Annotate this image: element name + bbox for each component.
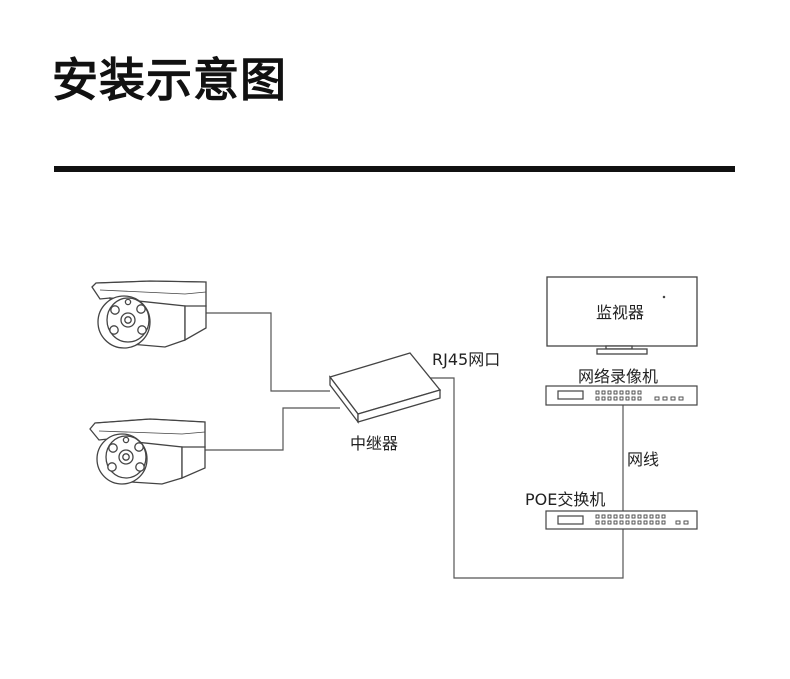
page-title: 安装示意图 bbox=[52, 53, 287, 107]
camera2-cable bbox=[205, 407, 340, 451]
camera1-cable bbox=[205, 312, 330, 392]
network-cable-label: 网线 bbox=[627, 450, 660, 469]
title-divider bbox=[54, 166, 735, 172]
repeater-device-icon bbox=[328, 352, 442, 424]
repeater-label: 中继器 bbox=[350, 434, 399, 453]
monitor-icon bbox=[546, 276, 698, 355]
poe-switch-label: POE交换机 bbox=[525, 490, 606, 509]
poe-switch-icon bbox=[545, 510, 698, 530]
connection-lines bbox=[205, 312, 624, 579]
bullet-camera-icon bbox=[91, 280, 207, 349]
monitor-label: 监视器 bbox=[596, 303, 645, 322]
repeater-to-switch-cable bbox=[430, 377, 624, 579]
rj45-port-label: RJ45网口 bbox=[432, 350, 501, 369]
nvr-label: 网络录像机 bbox=[578, 367, 659, 386]
bullet-camera-icon bbox=[89, 418, 206, 485]
nvr-device-icon bbox=[545, 385, 698, 406]
